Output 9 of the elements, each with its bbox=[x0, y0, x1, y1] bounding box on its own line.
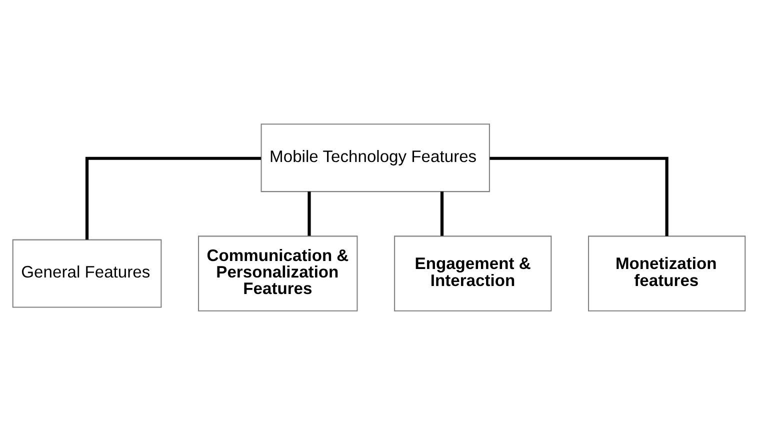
node-box: Mobile Technology Features bbox=[260, 123, 490, 192]
connector bbox=[85, 156, 261, 240]
connector bbox=[490, 156, 668, 236]
connector bbox=[308, 191, 311, 236]
node-box: Engagement & Interaction bbox=[394, 235, 552, 311]
node-box: Monetization features bbox=[588, 235, 746, 311]
node-box: Communication & Personalization Features bbox=[198, 235, 358, 311]
connector bbox=[440, 191, 444, 236]
node-box: General Features bbox=[12, 238, 162, 308]
